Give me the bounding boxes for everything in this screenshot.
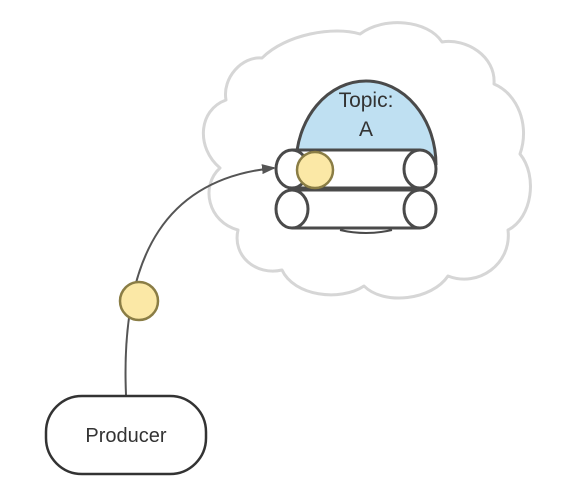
topic-label-line1: Topic: [339,89,394,112]
stack-shadow [339,229,393,234]
partition-cylinder-2 [274,188,438,230]
produce-arrow [124,164,276,396]
message-in-flight [118,280,160,322]
message-in-partition [295,150,335,190]
producer-box[interactable] [44,394,208,476]
topic-label-line2: A [359,118,373,141]
producer-label: Producer [85,425,166,447]
topic-dome [294,79,438,165]
